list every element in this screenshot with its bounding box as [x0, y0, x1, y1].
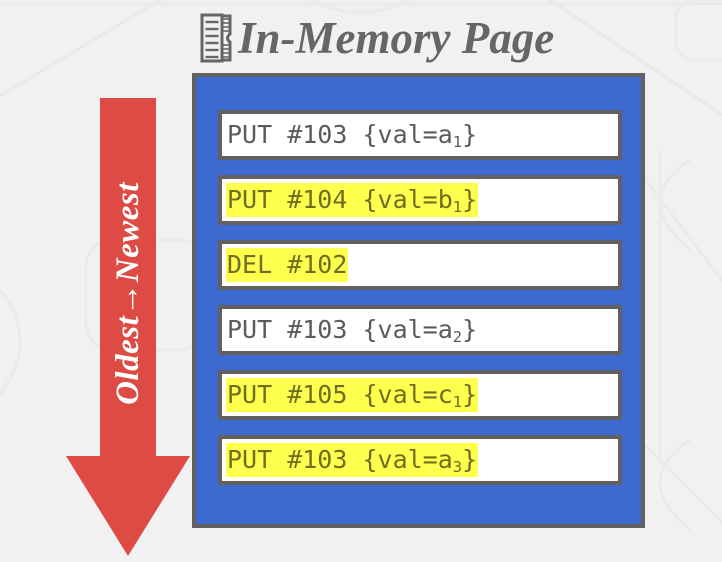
arrow-down-icon: [66, 98, 190, 556]
record-row[interactable]: DEL #102: [218, 240, 622, 290]
page-title-text: In-Memory Page: [238, 13, 555, 63]
record-row[interactable]: PUT #103 {val=a2}: [218, 305, 622, 355]
record-text: DEL #102: [226, 248, 349, 282]
record-row[interactable]: PUT #103 {val=a3}: [218, 435, 622, 485]
record-text: PUT #105 {val=c1}: [226, 378, 479, 412]
memory-ram-icon: [200, 13, 232, 63]
record-text: PUT #103 {val=a3}: [226, 443, 479, 477]
record-text: PUT #104 {val=b1}: [226, 183, 479, 217]
in-memory-page-container: PUT #103 {val=a1} PUT #104 {val=b1} DEL …: [192, 73, 645, 528]
oldest-to-newest-arrow: Oldest→Newest: [66, 98, 190, 556]
record-list: PUT #103 {val=a1} PUT #104 {val=b1} DEL …: [218, 110, 622, 485]
page-title: In-Memory Page: [200, 8, 554, 68]
record-row[interactable]: PUT #104 {val=b1}: [218, 175, 622, 225]
record-row[interactable]: PUT #105 {val=c1}: [218, 370, 622, 420]
record-text: PUT #103 {val=a2}: [227, 315, 478, 347]
record-row[interactable]: PUT #103 {val=a1}: [218, 110, 622, 160]
record-text: PUT #103 {val=a1}: [227, 120, 478, 152]
